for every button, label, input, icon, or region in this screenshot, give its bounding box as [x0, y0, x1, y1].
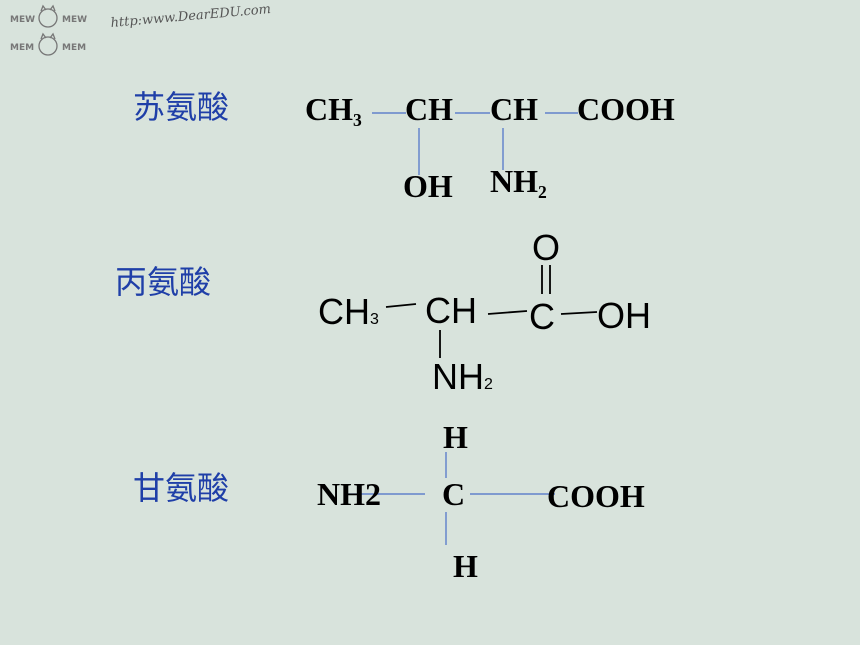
threonine-ch-1: CH	[405, 91, 453, 127]
threonine-nh2: NH2	[490, 163, 547, 203]
alanine-ch3: CH3	[318, 291, 379, 332]
threonine-cooh: COOH	[577, 91, 675, 127]
glycine-nh2: NH2	[317, 476, 381, 512]
alanine-ch: CH	[425, 290, 477, 331]
logo-text-1: MEW	[10, 15, 35, 25]
alanine-oh: OH	[597, 295, 651, 336]
mew-logo: MEW MEW MEM MEM	[10, 4, 87, 56]
alanine-c: C	[529, 296, 555, 337]
glycine-name: 甘氨酸	[133, 469, 230, 507]
logo-text-3: MEM	[10, 43, 34, 53]
alanine-nh2: NH2	[432, 356, 493, 397]
glycine-h-top: H	[443, 419, 468, 455]
logo-text-4: MEM	[62, 43, 86, 53]
threonine-oh: OH	[403, 168, 453, 204]
logo-text-2: MEW	[62, 15, 87, 25]
glycine-c: C	[442, 476, 466, 512]
threonine-ch3: CH3	[305, 91, 362, 131]
threonine-ch-2: CH	[490, 91, 538, 127]
alanine-o: O	[532, 227, 561, 268]
alanine-name: 丙氨酸	[115, 263, 212, 301]
glycine-cooh: COOH	[547, 478, 645, 514]
glycine-h-bottom: H	[453, 548, 478, 584]
threonine-name: 苏氨酸	[133, 88, 230, 126]
